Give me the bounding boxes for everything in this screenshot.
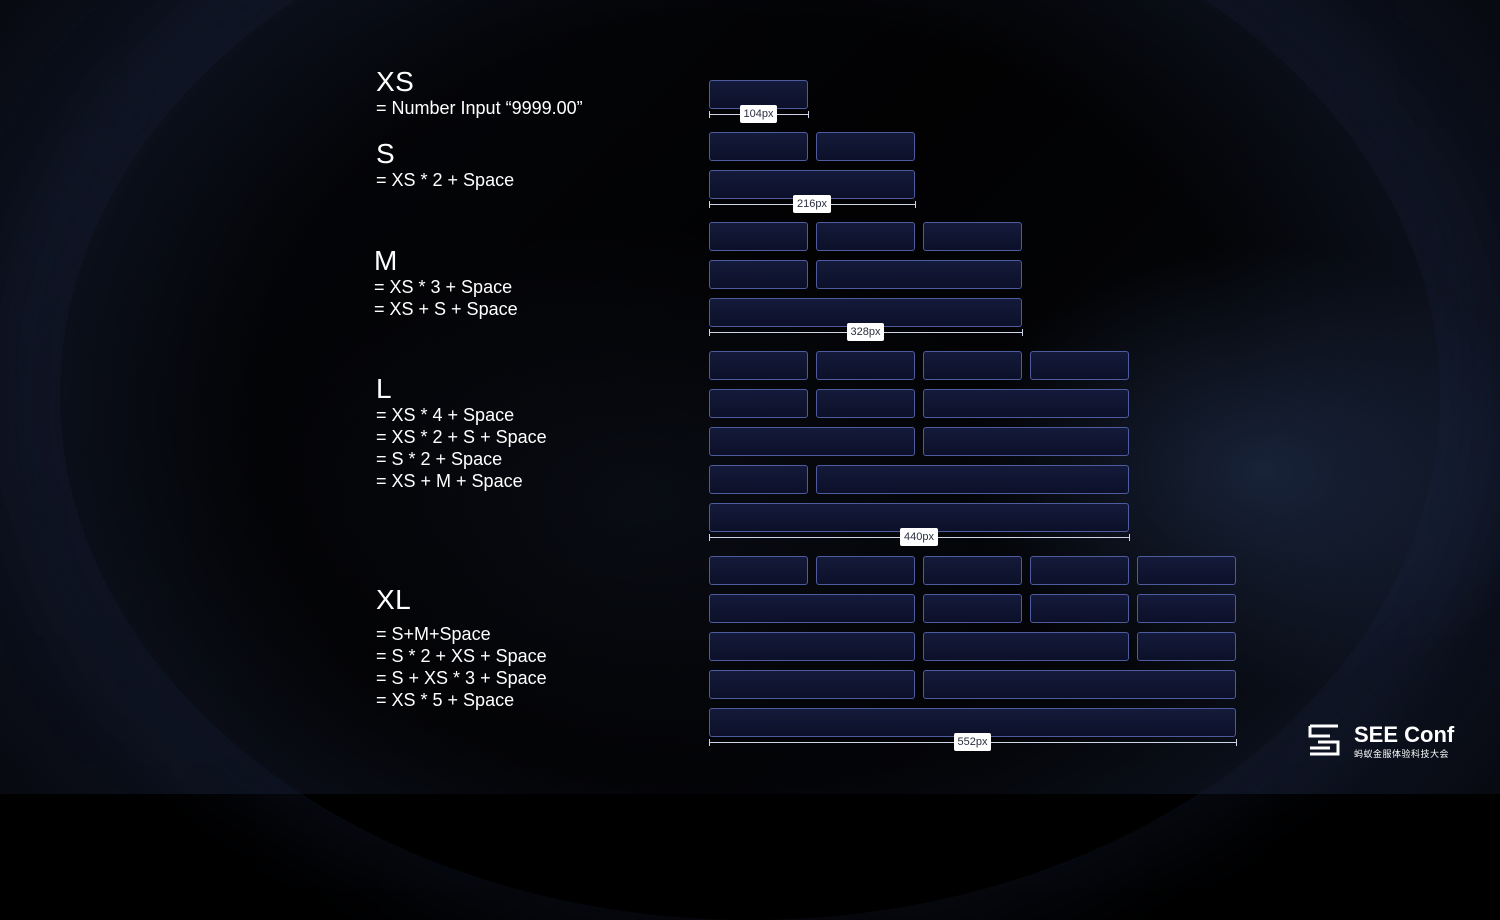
group-formula: = S * 2 + Space [376, 449, 503, 469]
grid-box-xl-0-0 [709, 556, 808, 585]
group-heading: M [374, 245, 398, 276]
group-formula: = XS * 4 + Space [376, 405, 515, 425]
dimension-tick-m-0 [709, 329, 710, 336]
dimension-tick-l-1 [1129, 534, 1130, 541]
dimension-label-xs: 104px [739, 105, 778, 123]
dimension-tick-xl-1 [1236, 739, 1237, 746]
grid-box-xl-0-4 [1137, 556, 1236, 585]
group-formula: = Number Input “9999.00” [376, 98, 583, 118]
grid-box-xl-1-0 [709, 594, 915, 623]
grid-box-s-0-0 [709, 132, 808, 161]
grid-box-l-2-0 [709, 427, 915, 456]
group-formula: = S + XS * 3 + Space [376, 668, 547, 688]
dimension-tick-xl-0 [709, 739, 710, 746]
dimension-label-l: 440px [900, 528, 938, 546]
group-heading: S [376, 138, 396, 169]
grid-box-xl-3-0 [709, 670, 915, 699]
group-s: S = XS * 2 + Space [376, 139, 514, 191]
grid-box-xl-2-0 [709, 632, 915, 661]
dimension-tick-xs-1 [808, 111, 809, 118]
grid-box-l-0-1 [816, 351, 915, 380]
grid-box-m-2-0 [709, 298, 1022, 327]
see-conf-logo-icon [1308, 724, 1340, 756]
group-m: M = XS * 3 + Space = XS + S + Space [374, 246, 518, 320]
grid-box-xl-0-3 [1030, 556, 1129, 585]
see-conf-logo: SEE Conf 蚂蚁金服体验科技大会 [1308, 722, 1454, 763]
group-formula: = S+M+Space [376, 624, 491, 644]
dimension-tick-xs-0 [709, 111, 710, 118]
grid-box-xl-1-1 [923, 594, 1022, 623]
dimension-label-xl: 552px [953, 733, 992, 751]
dimension-label-s: 216px [793, 195, 831, 213]
grid-box-xl-2-1 [923, 632, 1129, 661]
group-l: L = XS * 4 + Space = XS * 2 + S + Space … [376, 374, 547, 492]
grid-box-xl-0-1 [816, 556, 915, 585]
logo-title: SEE Conf [1354, 722, 1455, 747]
grid-box-xl-2-2 [1137, 632, 1236, 661]
dimension-tick-m-1 [1022, 329, 1023, 336]
grid-box-xl-1-3 [1137, 594, 1236, 623]
grid-box-xl-1-2 [1030, 594, 1129, 623]
grid-box-l-3-0 [709, 465, 808, 494]
group-formula: = XS * 5 + Space [376, 690, 515, 710]
grid-box-l-1-2 [923, 389, 1129, 418]
grid-box-l-3-1 [816, 465, 1129, 494]
group-formula: = XS * 3 + Space [374, 277, 513, 297]
group-heading: L [376, 373, 393, 404]
grid-box-m-0-1 [816, 222, 915, 251]
group-heading: XL [376, 584, 412, 615]
group-formula: = XS * 2 + Space [376, 170, 515, 190]
grid-box-l-0-3 [1030, 351, 1129, 380]
grid-box-l-0-0 [709, 351, 808, 380]
grid-box-m-0-0 [709, 222, 808, 251]
grid-box-m-0-2 [923, 222, 1022, 251]
group-formula: = XS + S + Space [374, 299, 518, 319]
grid-box-m-1-1 [816, 260, 1022, 289]
grid-box-l-0-2 [923, 351, 1022, 380]
grid-box-xl-0-2 [923, 556, 1022, 585]
group-formula: = XS + M + Space [376, 471, 523, 491]
grid-box-l-1-0 [709, 389, 808, 418]
dimension-tick-l-0 [709, 534, 710, 541]
dimension-label-m: 328px [846, 323, 885, 341]
dimension-tick-s-0 [709, 201, 710, 208]
logo-subtitle: 蚂蚁金服体验科技大会 [1354, 749, 1450, 759]
grid-box-m-1-0 [709, 260, 808, 289]
grid-box-l-2-1 [923, 427, 1129, 456]
group-formula: = XS * 2 + S + Space [376, 427, 547, 447]
group-xs: XS = Number Input “9999.00” [376, 67, 583, 119]
grid-box-xs-0-0 [709, 80, 808, 109]
group-xl: XL = S+M+Space = S * 2 + XS + Space = S … [376, 585, 547, 711]
grid-box-xl-3-1 [923, 670, 1236, 699]
grid-box-s-0-1 [816, 132, 915, 161]
grid-box-l-1-1 [816, 389, 915, 418]
group-heading: XS [376, 66, 415, 97]
group-formula: = S * 2 + XS + Space [376, 646, 547, 666]
dimension-tick-s-1 [915, 201, 916, 208]
